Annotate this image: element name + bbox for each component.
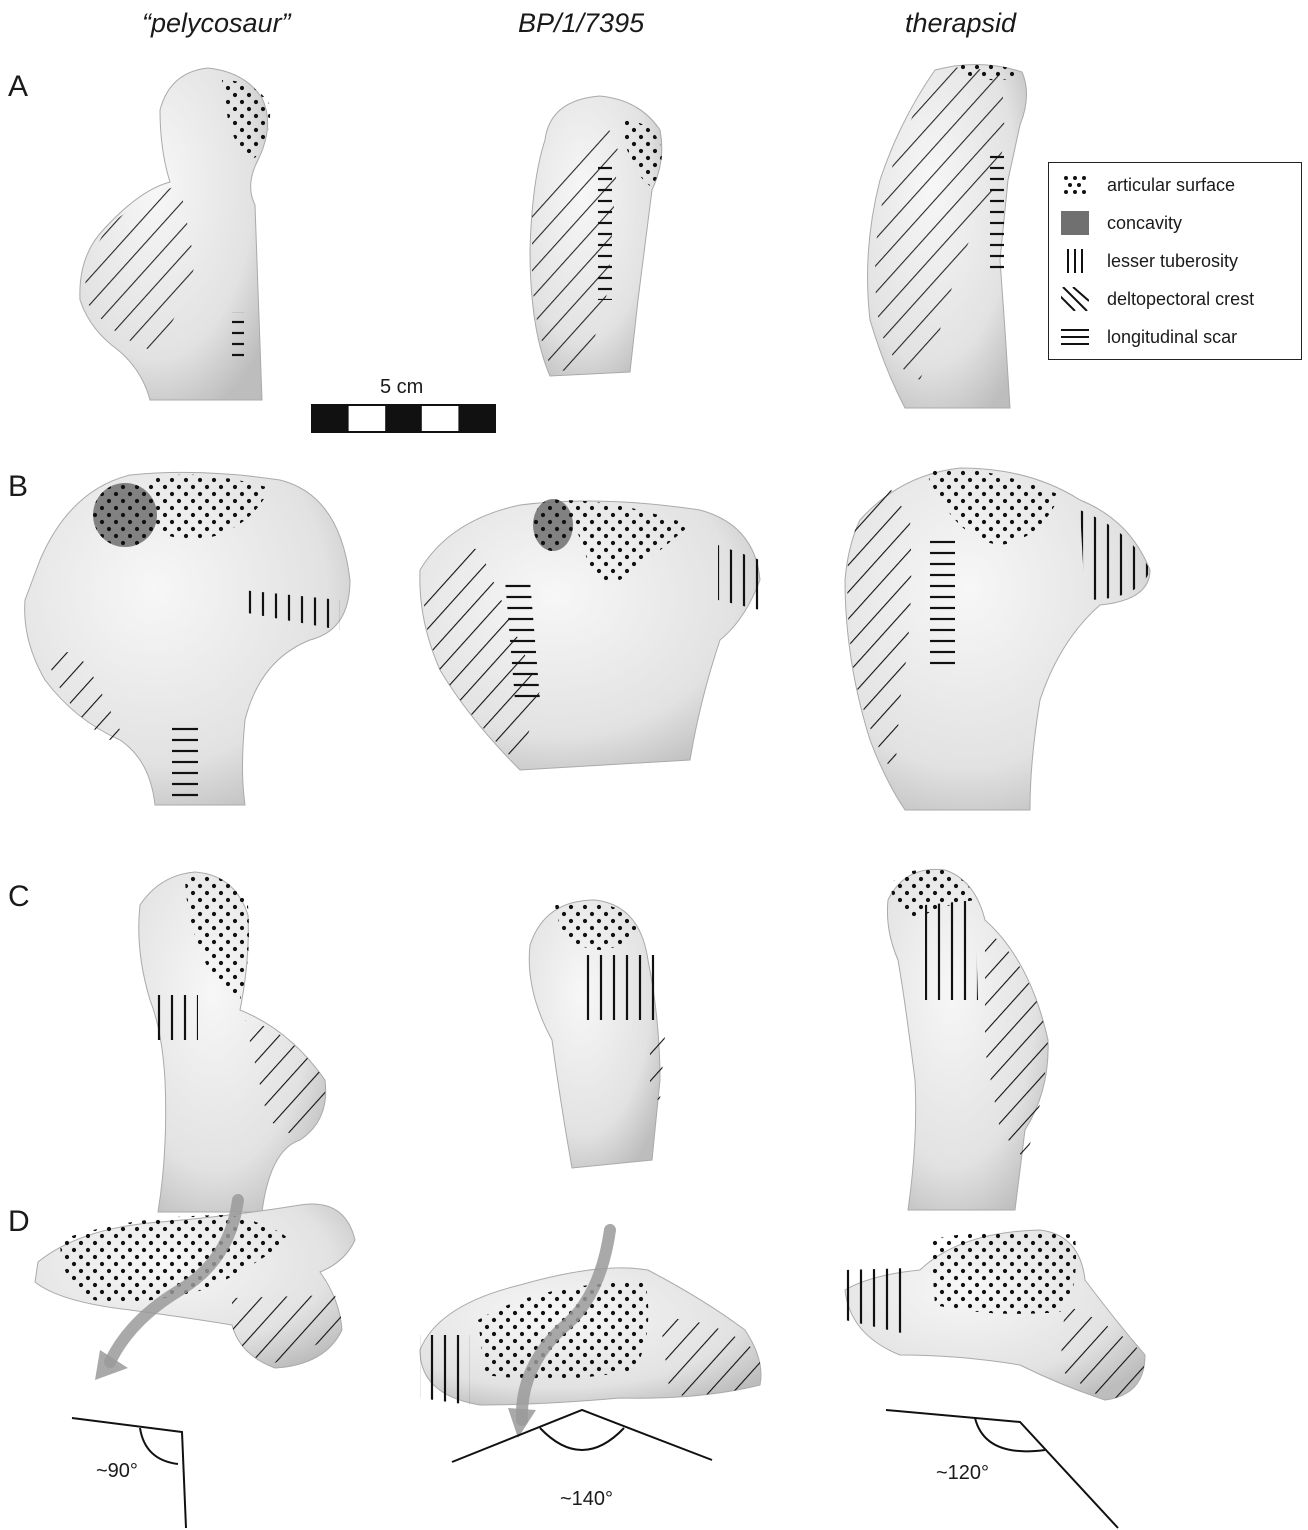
legend-label: lesser tuberosity bbox=[1107, 251, 1238, 272]
row-label-b: B bbox=[8, 470, 28, 504]
dots-pattern-icon bbox=[1061, 173, 1089, 197]
angle-label-specimen: ~140° bbox=[560, 1488, 613, 1511]
vertical-lines-icon bbox=[1061, 249, 1089, 273]
angle-label-therapsid: ~120° bbox=[936, 1462, 989, 1485]
angle-arc bbox=[140, 1428, 178, 1464]
row-label-d: D bbox=[8, 1205, 30, 1239]
legend-label: articular surface bbox=[1107, 175, 1235, 196]
row-d-therapsid-view bbox=[845, 1230, 1145, 1528]
legend-item-longitudinal-scar: longitudinal scar bbox=[1055, 321, 1299, 351]
legend-item-deltopectoral-crest: deltopectoral crest bbox=[1055, 283, 1299, 313]
row-d-pelycosaur-view bbox=[35, 1200, 355, 1528]
angle-lines bbox=[452, 1410, 712, 1462]
column-title-therapsid: therapsid bbox=[905, 8, 1016, 39]
diagonal-lines-icon bbox=[1061, 287, 1089, 311]
solid-gray-swatch-icon bbox=[1061, 211, 1089, 235]
column-title-pelycosaur: “pelycosaur” bbox=[142, 8, 291, 39]
scale-bar-label: 5 cm bbox=[380, 376, 423, 399]
legend-label: longitudinal scar bbox=[1107, 327, 1237, 348]
legend-item-articular-surface: articular surface bbox=[1055, 169, 1299, 199]
angle-arc bbox=[975, 1418, 1045, 1451]
legend-label: deltopectoral crest bbox=[1107, 289, 1254, 310]
legend-item-lesser-tuberosity: lesser tuberosity bbox=[1055, 245, 1299, 275]
row-d-specimen-view bbox=[420, 1230, 761, 1462]
row-label-a: A bbox=[8, 70, 28, 104]
horizontal-lines-icon bbox=[1061, 325, 1089, 349]
row-label-c: C bbox=[8, 880, 30, 914]
legend-item-concavity: concavity bbox=[1055, 207, 1299, 237]
angle-arc bbox=[540, 1428, 624, 1450]
angle-lines bbox=[886, 1410, 1118, 1528]
legend-label: concavity bbox=[1107, 213, 1182, 234]
legend: articular surface concavity lesser tuber… bbox=[1048, 162, 1302, 360]
column-title-specimen: BP/1/7395 bbox=[518, 8, 644, 39]
angle-label-pelycosaur: ~90° bbox=[96, 1460, 138, 1483]
